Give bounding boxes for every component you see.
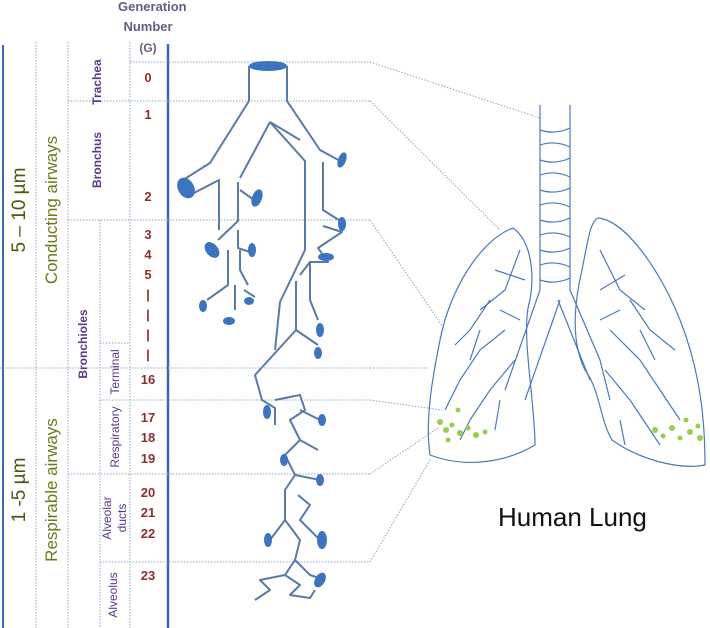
generation-20: 20 (140, 485, 156, 500)
size-range-lower: 1 -5 µm (9, 457, 30, 523)
alveoli-clusters (437, 407, 703, 443)
generation-16: 16 (140, 372, 156, 387)
header-generation: Generation (118, 0, 187, 14)
bronchus-label: Bronchus (90, 131, 104, 189)
human-lung-illustration (427, 105, 706, 467)
generation-22: 22 (140, 526, 156, 541)
generation-4: 4 (144, 247, 152, 262)
conducting-airways-label: Conducting airways (42, 135, 61, 285)
generation-2: 2 (144, 189, 152, 204)
size-range-upper: 5 – 10 µm (9, 167, 30, 253)
bronchioles-label: Bronchioles (76, 309, 90, 379)
respirable-airways-label: Respirable airways (42, 418, 61, 562)
generation-21: 21 (140, 505, 156, 520)
airway-tree-illustration (177, 61, 347, 601)
generation-1: 1 (144, 107, 152, 122)
alveolar-label: Alveolar (100, 496, 114, 540)
generation-5: 5 (144, 267, 152, 282)
ducts-label: ducts (115, 503, 129, 533)
header-number: Number (123, 19, 173, 34)
header-g: (G) (139, 41, 157, 55)
generation-17: 17 (140, 410, 156, 425)
generation-ellipsis: | (146, 347, 150, 362)
respiratory-label: Respiratory (108, 406, 122, 468)
terminal-label: Terminal (108, 349, 122, 395)
generation-19: 19 (140, 451, 156, 466)
generation-ellipsis: | (146, 287, 150, 302)
generation-ellipsis: | (146, 327, 150, 342)
generation-23: 23 (140, 568, 156, 583)
generation-0: 0 (144, 70, 152, 85)
generation-ellipsis: | (146, 307, 150, 322)
trachea-label: Trachea (90, 59, 104, 105)
generation-3: 3 (144, 227, 152, 242)
human-lung-label: Human Lung (498, 502, 647, 532)
alveolus-label: Alveolus (106, 572, 120, 618)
generation-18: 18 (140, 430, 156, 445)
